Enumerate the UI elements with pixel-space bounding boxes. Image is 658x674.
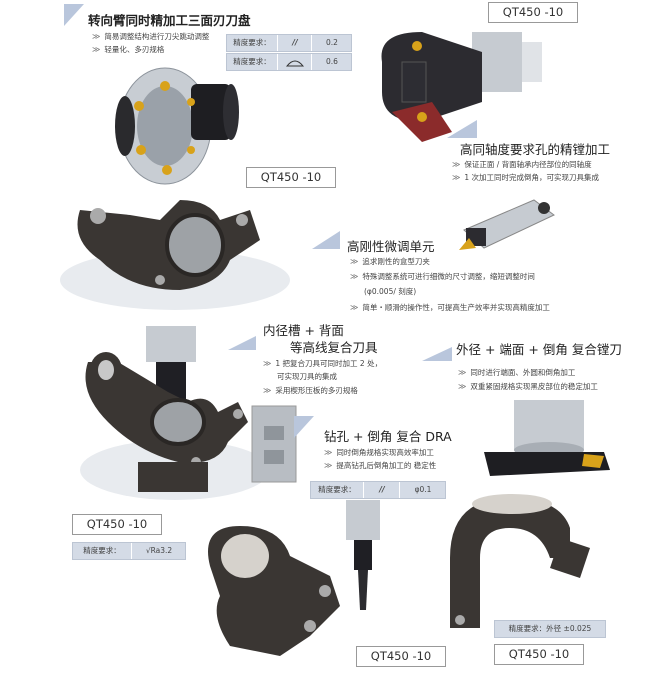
material-label-bottom-right: QT450 -10 [494, 644, 584, 665]
sec3-bullet-3: (φ0.005/ 刻度) [364, 287, 417, 296]
double-chevron-icon: ≫ [452, 160, 461, 169]
double-chevron-icon: ≫ [458, 382, 467, 391]
sec3-title: 高刚性微调单元 [347, 239, 435, 254]
spec-value: φ0.1 [399, 482, 446, 498]
knuckle-image-4 [450, 494, 590, 628]
profile-of-line-icon [277, 54, 312, 70]
double-chevron-icon: ≫ [458, 368, 467, 377]
sec1-bullet-2: ≫轻量化、多刃规格 [92, 45, 165, 54]
double-chevron-icon: ≫ [263, 359, 272, 368]
sec5-title: 外径 + 端面 + 倒角 复合镗刀 [456, 342, 622, 357]
sec2-bullet-2: ≫1 次加工同时完成倒角，可实现刀具集成 [452, 173, 600, 182]
sec4-title-line1: 内径槽 + 背面 [263, 323, 344, 338]
knuckle-image-3 [208, 526, 340, 656]
spec-value: 0.6 [311, 54, 352, 70]
double-chevron-icon: ≫ [324, 448, 333, 457]
double-chevron-icon: ≫ [350, 257, 359, 266]
sec4-bullet-3: ≫采用楔形压板的多刃规格 [263, 386, 358, 395]
sec1-spec-row-2: 精度要求： 0.6 [226, 53, 352, 71]
sec5-bullet-2: ≫双重紧固规格实现黑皮部位的稳定加工 [458, 382, 598, 391]
outer-diameter-spec: 精度要求：外径 ±0.025 [494, 620, 606, 638]
groove-insert-image [251, 405, 297, 483]
accent-triangle [422, 347, 452, 361]
double-chevron-icon: ≫ [350, 272, 359, 281]
double-chevron-icon: ≫ [92, 32, 101, 41]
double-chevron-icon: ≫ [350, 303, 359, 312]
sec3-bullet-2: ≫特殊调整系统可进行细微的尺寸调整，缩短调整时间 [350, 272, 535, 281]
spec-value: 0.2 [311, 35, 352, 51]
sec4-title-line2: 等高线复合刀具 [290, 340, 378, 355]
spec-label: 精度要求： [83, 546, 121, 555]
sec4-bullet-2: 可实现刀具的集成 [277, 372, 337, 381]
compound-boring-tool-image [484, 400, 610, 476]
accent-triangle [294, 416, 314, 438]
accent-triangle [312, 231, 340, 249]
sec1-spec-row-1: 精度要求： // 0.2 [226, 34, 352, 52]
parallelism-icon: // [277, 35, 312, 51]
parallelism-icon: // [363, 482, 400, 498]
milling-cutter-image [115, 67, 239, 185]
accent-triangle [447, 120, 477, 138]
spec-label: 精度要求： [233, 38, 271, 47]
double-chevron-icon: ≫ [324, 461, 333, 470]
sec1-bullet-1: ≫简易调整结构进行刀尖跳动调整 [92, 32, 210, 41]
material-label-left-low: QT450 -10 [72, 514, 162, 535]
material-label-left-mid: QT450 -10 [246, 167, 336, 188]
spec-label: 精度要求： [318, 485, 356, 494]
sec3-bullet-4: ≫简单・顺滑的操作性，可提高生产效率并实现高精度加工 [350, 303, 550, 312]
spec-label: 精度要求： [233, 57, 271, 66]
roughness-value: √Ra3.2 [131, 543, 186, 559]
sec6-spec: 精度要求： // φ0.1 [310, 481, 446, 499]
sec3-bullet-1: ≫追求刚性的盒型刀夹 [350, 257, 430, 266]
knuckle-image-2 [85, 326, 248, 492]
surface-roughness-icon: √ [145, 546, 151, 555]
roughness-spec: 精度要求： √Ra3.2 [72, 542, 186, 560]
boring-tool-image [381, 32, 542, 142]
sec2-title: 高同轴度要求孔的精镗加工 [460, 142, 611, 157]
material-label-bottom-mid: QT450 -10 [356, 646, 446, 667]
sec2-bullet-1: ≫保证正面 / 背面轴承内径部位的同轴度 [452, 160, 592, 169]
double-chevron-icon: ≫ [263, 386, 272, 395]
sec6-bullet-1: ≫同时倒角规格实现高效率加工 [324, 448, 434, 457]
sec6-title: 钻孔 + 倒角 复合 DRA [324, 429, 452, 444]
sec6-bullet-2: ≫提高钻孔后倒角加工的 稳定性 [324, 461, 437, 470]
material-label-top-right: QT450 -10 [488, 2, 578, 23]
drill-tool-image [346, 500, 380, 610]
sec5-bullet-1: ≫同时进行端面、外圆和倒角加工 [458, 368, 576, 377]
double-chevron-icon: ≫ [92, 45, 101, 54]
sec1-title: 转向臂同时精加工三面刃刀盘 [88, 13, 251, 28]
double-chevron-icon: ≫ [452, 173, 461, 182]
accent-triangle [228, 336, 256, 350]
knuckle-image-1 [77, 200, 260, 290]
sec4-bullet-1: ≫1 把复合刀具可同时加工 2 处， [263, 359, 383, 368]
accent-triangle [64, 4, 84, 26]
micro-adjust-unit-image [459, 199, 555, 250]
